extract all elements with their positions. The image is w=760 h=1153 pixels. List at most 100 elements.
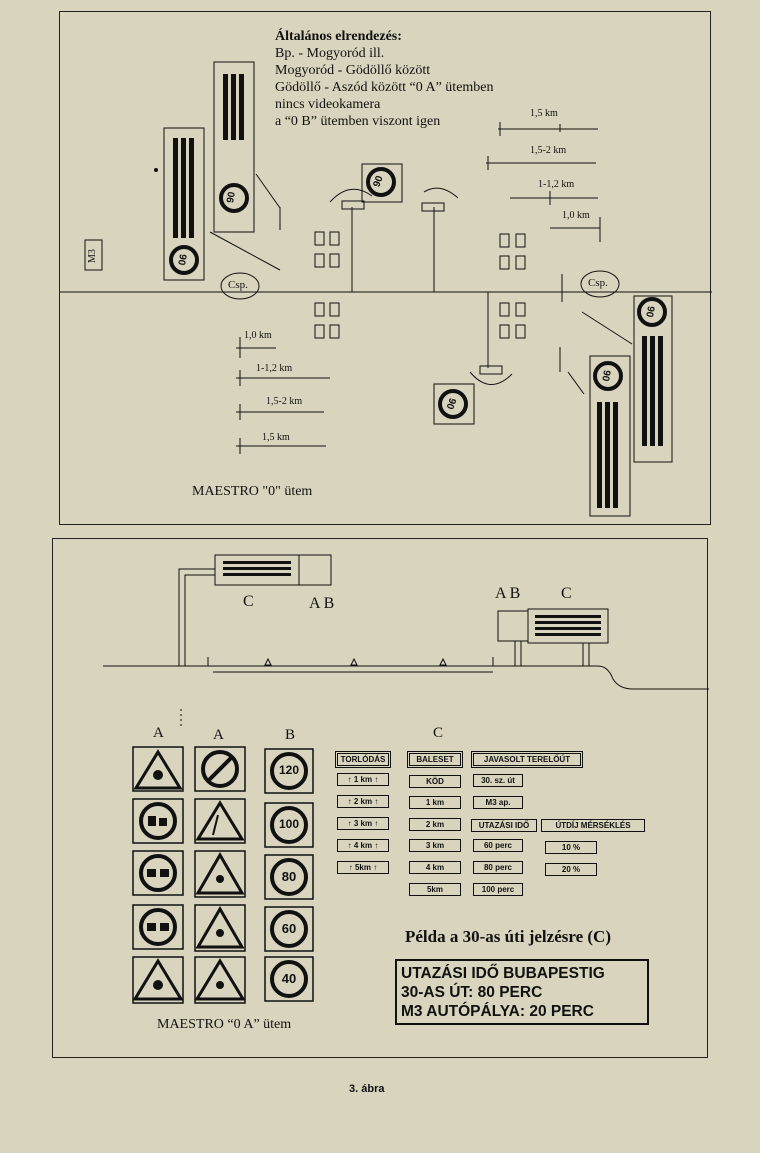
- baleset-item: 5km: [409, 883, 461, 896]
- utazasi-item: 80 perc: [473, 861, 523, 874]
- speed-value: 90: [225, 191, 238, 204]
- speed-sign-left-upper: [219, 183, 249, 213]
- speed-sign-right-upper: [637, 297, 667, 327]
- top-layout-panel: Általános elrendezés: Bp. - Mogyoród ill…: [59, 11, 712, 525]
- vms-left-lower: [163, 127, 205, 281]
- speed-sign-left-lower: [169, 245, 199, 275]
- gantry-right-sign: [497, 610, 529, 642]
- speed-limit-100-icon: [270, 806, 308, 844]
- top-caption: MAESTRO "0" ütem: [192, 484, 313, 499]
- example-line: M3 AUTÓPÁLYA: 20 PERC: [401, 1003, 594, 1020]
- utdij-title: ÚTDÍJ MÉRSÉKLÉS: [541, 819, 645, 832]
- speed-limit-120-icon: [270, 752, 308, 790]
- note-line: Bp. - Mogyoród ill.: [275, 46, 385, 61]
- end-of-restrictions-icon: [201, 750, 239, 788]
- speed-limit-80-icon: [270, 858, 308, 896]
- snow-warning-icon: [194, 958, 246, 1001]
- speed-limit-60-icon: [270, 910, 308, 948]
- example-vms-sign: UTAZÁSI IDŐ BUBAPESTIG 30-AS ÚT: 80 PERC…: [395, 959, 649, 1025]
- gantry-drawing: [103, 554, 709, 1004]
- example-title: Példa a 30-as úti jelzésre (C): [405, 927, 611, 946]
- bottom-signs-panel: C A B A B C A A B C 120 100 80 60 40 TOR…: [52, 538, 709, 1058]
- vms-left-upper: [213, 61, 255, 233]
- speed-sign-bottom: [438, 389, 468, 419]
- slippery-road-icon: [195, 852, 245, 895]
- no-overtaking-icon: [139, 908, 177, 946]
- example-line: 30-AS ÚT: 80 PERC: [401, 984, 543, 1001]
- speed-sign-box-bottom: [433, 383, 475, 425]
- javasolt-item: M3 ap.: [473, 796, 523, 809]
- distance-label: 1-1,2 km: [538, 179, 575, 190]
- gantry-right-label-c: C: [561, 585, 572, 602]
- vms-right-lower: [589, 355, 631, 517]
- example-line: UTAZÁSI IDŐ BUBAPESTIG: [401, 965, 605, 982]
- baleset-item: 3 km: [409, 839, 461, 852]
- utazasi-item: 100 perc: [473, 883, 523, 896]
- column-header: B: [285, 727, 296, 743]
- torlodas-item: ↑ 1 km ↑: [337, 773, 389, 786]
- distance-label: 1,5 km: [262, 432, 290, 443]
- column-header: A: [153, 725, 164, 741]
- note-line: a “0 B” ütemben viszont igen: [275, 114, 441, 129]
- speed-limit-label: 100: [278, 817, 300, 831]
- speed-limit-label: 40: [281, 971, 297, 986]
- gantry-right-vms: [527, 608, 609, 644]
- torlodas-item: ↑ 5km ↑: [337, 861, 389, 874]
- bottom-caption: MAESTRO “0 A” ütem: [157, 1017, 292, 1032]
- speed-limit-label: 80: [281, 869, 297, 884]
- layout-note: Általános elrendezés: Bp. - Mogyoród ill…: [275, 28, 494, 130]
- camera-left: [341, 200, 365, 210]
- speed-value: 90: [643, 305, 656, 318]
- csp-right-label: Csp.: [588, 277, 608, 289]
- speed-sign-right-lower: [593, 361, 623, 391]
- utdij-item: 10 %: [545, 841, 597, 854]
- baleset-item: 1 km: [409, 796, 461, 809]
- no-truck-overtaking-icon: [139, 802, 177, 840]
- camera-bottom: [479, 365, 503, 375]
- baleset-item: 4 km: [409, 861, 461, 874]
- m3-label: M3: [87, 249, 98, 263]
- warning-triangle-icon: [133, 749, 183, 790]
- baleset-item: 2 km: [409, 818, 461, 831]
- speed-limit-40-icon: [270, 960, 308, 998]
- gantry-right-label-ab: A B: [495, 585, 521, 602]
- speed-value: 90: [175, 253, 188, 266]
- csp-right-marker: [580, 270, 620, 298]
- falling-rocks-icon: [195, 906, 245, 949]
- utazasi-title: UTAZÁSI IDŐ: [471, 819, 537, 832]
- utazasi-item: 60 perc: [473, 839, 523, 852]
- column-header: A: [213, 727, 224, 743]
- note-line: Mogyoród - Gödöllő között: [275, 63, 431, 78]
- baleset-title: BALESET: [407, 751, 463, 768]
- csp-left-label: Csp.: [228, 279, 248, 291]
- distance-label: 1-1,2 km: [256, 363, 293, 374]
- warning-triangle-icon: [195, 800, 245, 841]
- note-line: Gödöllő - Aszód között “0 A” ütemben: [275, 80, 494, 95]
- javasolt-item: 30. sz. út: [473, 774, 523, 787]
- torlodas-title: TORLÓDÁS: [335, 751, 391, 768]
- baleset-item: KÖD: [409, 775, 461, 788]
- column-a1-signs: [132, 746, 184, 1004]
- gantry-left-label-ab: A B: [309, 595, 335, 612]
- camera-right: [421, 202, 445, 212]
- top-layout-drawing: [60, 61, 712, 517]
- vms-right-upper: [633, 295, 673, 463]
- distance-label: 1,5-2 km: [266, 396, 303, 407]
- torlodas-item: ↑ 3 km ↑: [337, 817, 389, 830]
- torlodas-item: ↑ 2 km ↑: [337, 795, 389, 808]
- utdij-item: 20 %: [545, 863, 597, 876]
- m3-road-badge: [84, 239, 103, 271]
- distance-label: 1,5 km: [530, 108, 558, 119]
- distance-label: 1,0 km: [244, 330, 272, 341]
- speed-sign-box-top: [361, 163, 403, 203]
- distance-label: 1,0 km: [562, 210, 590, 221]
- gantry-left-sign: [298, 554, 332, 586]
- gantry-left-label-c: C: [243, 593, 254, 610]
- speed-sign-top: [366, 167, 396, 197]
- distance-label: 1,5-2 km: [530, 145, 567, 156]
- javasolt-title: JAVASOLT TERELŐÚT: [471, 751, 583, 768]
- column-a2-signs: [194, 746, 246, 1004]
- figure-label: 3. ábra: [349, 1083, 385, 1095]
- lane-markers: [314, 231, 526, 339]
- note-line: Általános elrendezés:: [275, 29, 402, 44]
